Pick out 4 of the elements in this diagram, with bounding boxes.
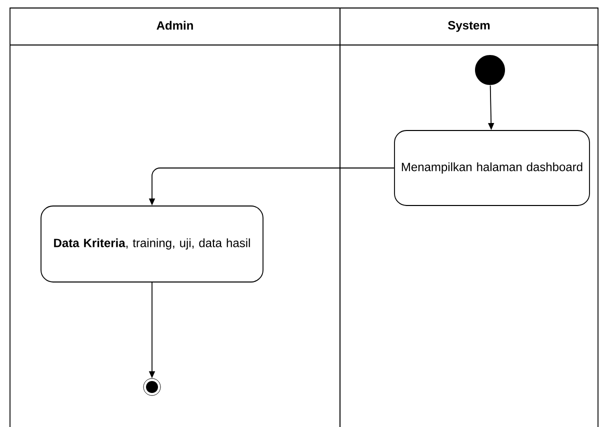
start-node bbox=[475, 55, 505, 85]
action-box: Data Kriteria, training, uji, data hasil bbox=[40, 206, 264, 282]
end-node bbox=[143, 378, 161, 396]
action-box: Menampilkan halaman dashboard bbox=[394, 130, 590, 206]
